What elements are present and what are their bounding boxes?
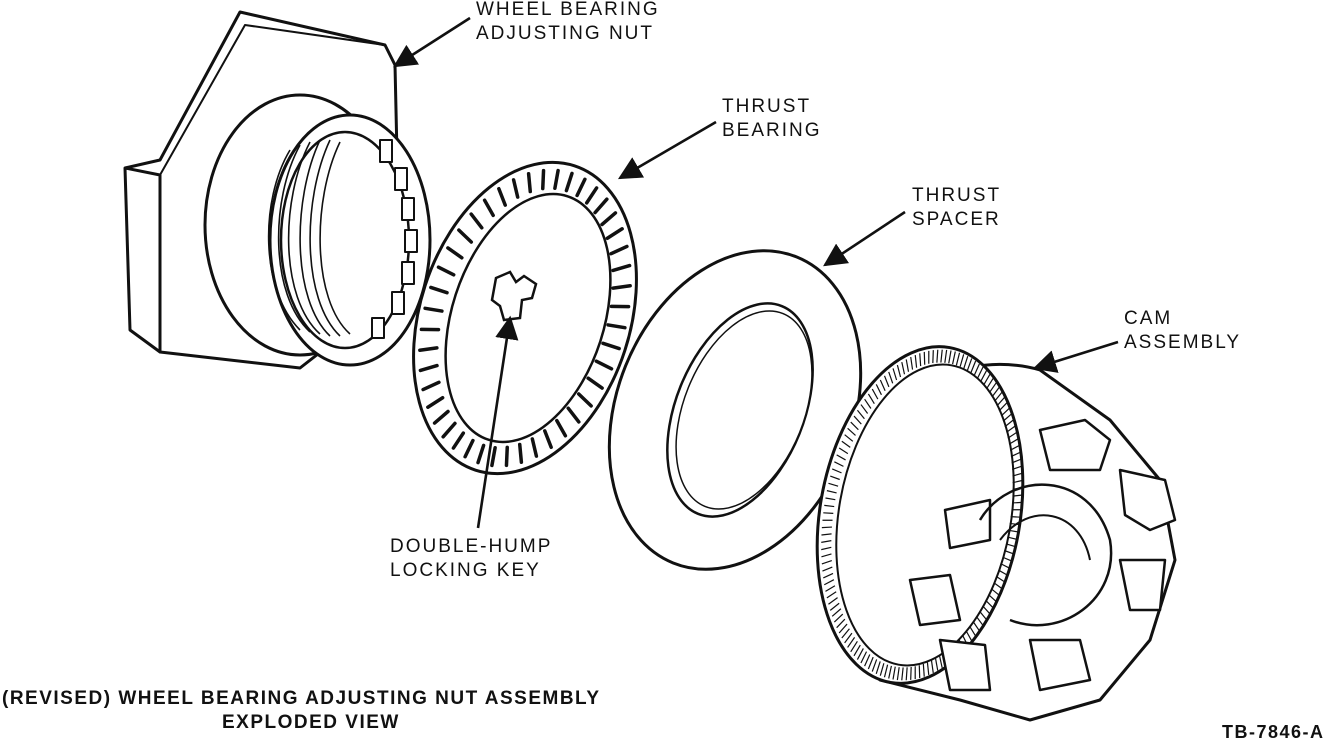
label-nut-line1: WHEEL BEARING — [476, 0, 660, 22]
label-wheel-bearing-adjusting-nut: WHEEL BEARING ADJUSTING NUT — [476, 0, 660, 46]
label-thrust-bearing: THRUST BEARING — [722, 95, 822, 143]
label-thrust-spacer: THRUST SPACER — [912, 184, 1001, 232]
arrow-thrust-bearing — [620, 122, 716, 178]
adjusting-nut — [125, 12, 430, 368]
label-thrust-bearing-line1: THRUST — [722, 95, 822, 119]
arrow-nut — [395, 18, 470, 66]
roller-slot — [543, 171, 544, 189]
label-cam-line1: CAM — [1124, 307, 1241, 331]
roller-slot — [506, 447, 507, 465]
roller-slot — [613, 286, 630, 288]
knurl-tick — [1012, 502, 1022, 503]
arrow-thrust-spacer — [825, 212, 905, 265]
knurl-tick — [822, 527, 832, 528]
knurl-tick — [823, 513, 833, 514]
label-cam-line2: ASSEMBLY — [1124, 331, 1241, 355]
label-thrust-spacer-line2: SPACER — [912, 208, 1001, 232]
label-thrust-spacer-line1: THRUST — [912, 184, 1001, 208]
label-thrust-bearing-line2: BEARING — [722, 119, 822, 143]
label-nut-line2: ADJUSTING NUT — [476, 22, 660, 46]
knurl-tick — [1011, 517, 1021, 518]
label-key-line1: DOUBLE-HUMP — [390, 535, 552, 559]
label-key-line2: LOCKING KEY — [390, 559, 552, 583]
caption-line2: EXPLODED VIEW — [222, 712, 400, 734]
arrow-cam-assembly — [1035, 342, 1118, 368]
roller-slot — [520, 444, 522, 462]
caption-line1: (REVISED) WHEEL BEARING ADJUSTING NUT AS… — [2, 688, 601, 710]
label-cam-assembly: CAM ASSEMBLY — [1124, 307, 1241, 355]
figure-id: TB-7846-A — [1222, 722, 1325, 743]
roller-slot — [420, 348, 437, 350]
label-double-hump-locking-key: DOUBLE-HUMP LOCKING KEY — [390, 535, 552, 583]
roller-slot — [529, 174, 531, 192]
